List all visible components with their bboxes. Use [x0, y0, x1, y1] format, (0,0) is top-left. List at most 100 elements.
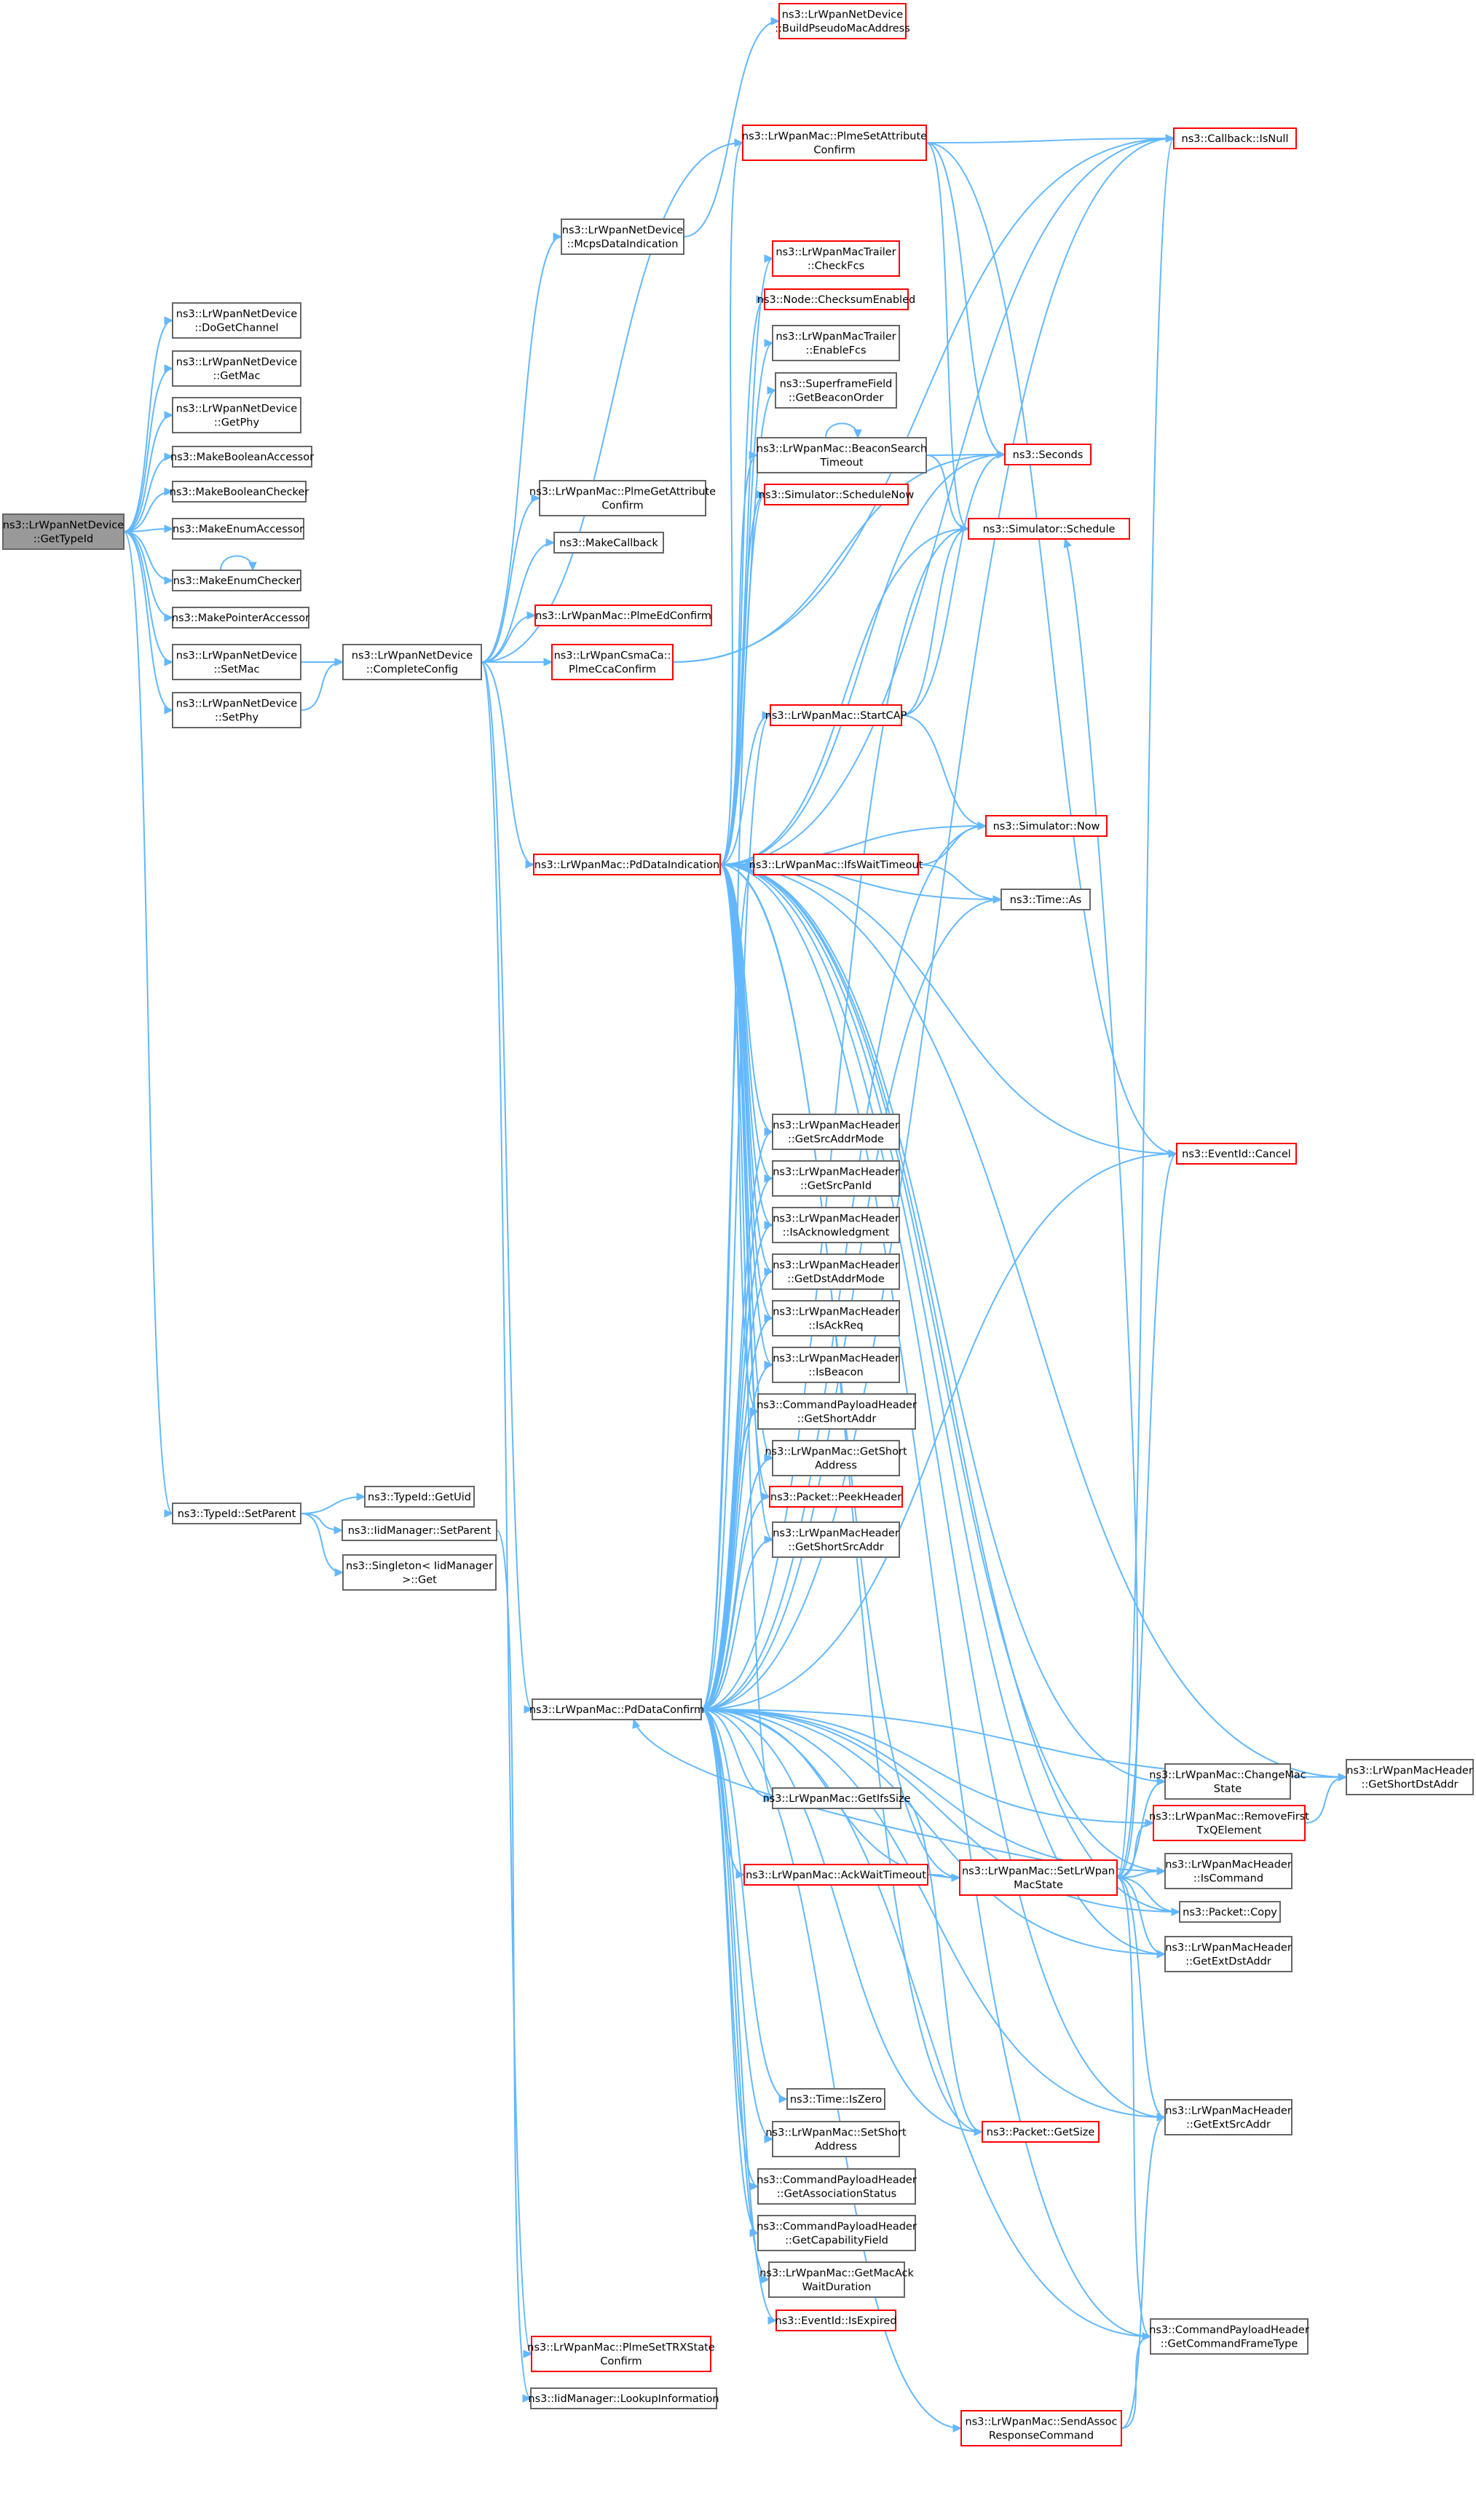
edge-line [917, 825, 987, 865]
node-lookupInfo[interactable]: ns3::IidManager::LookupInformation [528, 2387, 719, 2409]
node-boolChecker[interactable]: ns3::MakeBooleanChecker [170, 481, 309, 503]
edge-line [1064, 538, 1139, 1878]
node-enumAccessor[interactable]: ns3::MakeEnumAccessor [172, 518, 304, 540]
node-seconds[interactable]: ns3::Seconds [1004, 444, 1092, 465]
node-callbackIsNull[interactable]: ns3::Callback::IsNull [1173, 127, 1297, 149]
node-hdrExtDst[interactable]: ns3::LrWpanMacHeader::GetExtDstAddr [1164, 1936, 1293, 1972]
node-plmeCca[interactable]: ns3::LrWpanCsmaCa::PlmeCcaConfirm [551, 644, 674, 680]
node-plmeEd[interactable]: ns3::LrWpanMac::PlmeEdConfirm [534, 605, 712, 626]
node-buildPseudo[interactable]: ns3::LrWpanNetDevice::BuildPseudoMacAddr… [775, 3, 910, 39]
node-packetCopy[interactable]: ns3::Packet::Copy [1179, 1901, 1281, 1923]
node-ifsWait[interactable]: ns3::LrWpanMac::IfsWaitTimeout [749, 854, 923, 875]
node-timeAs[interactable]: ns3::Time::As [1001, 889, 1091, 910]
edge-line [700, 1709, 1166, 1955]
call-edge-mcpsData-buildPseudo [683, 17, 781, 237]
node-getPhy[interactable]: ns3::LrWpanNetDevice::GetPhy [172, 397, 301, 433]
node-packetGetSize[interactable]: ns3::Packet::GetSize [982, 2121, 1100, 2143]
node-box [768, 2261, 905, 2298]
node-enumChecker[interactable]: ns3::MakeEnumChecker [172, 570, 301, 591]
node-box [772, 1440, 900, 1476]
node-cmdFrameType[interactable]: ns3::CommandPayloadHeader::GetCommandFra… [1149, 2318, 1309, 2355]
node-iidSetParent[interactable]: ns3::IidManager::SetParent [342, 1519, 497, 1541]
node-singletonGet[interactable]: ns3::Singleton< IidManager>::Get [342, 1554, 497, 1591]
node-box [172, 692, 301, 728]
edge-line [123, 320, 173, 532]
node-typeSetParent[interactable]: ns3::TypeId::SetParent [172, 1503, 301, 1524]
node-cmdAssocStatus[interactable]: ns3::CommandPayloadHeader::GetAssociatio… [757, 2168, 917, 2205]
edge-line [700, 714, 771, 1710]
edge-arrow [164, 452, 174, 461]
node-checksumEnabled[interactable]: ns3::Node::ChecksumEnabled [757, 288, 915, 310]
edge-arrow [764, 254, 774, 263]
edge-arrow [164, 706, 174, 714]
node-timeIsZero[interactable]: ns3::Time::IsZero [786, 2088, 885, 2110]
node-simNow[interactable]: ns3::Simulator::Now [985, 815, 1108, 837]
node-hdrSrcPanId[interactable]: ns3::LrWpanMacHeader::GetSrcPanId [772, 1160, 900, 1197]
node-startCap[interactable]: ns3::LrWpanMac::StartCAP [765, 704, 907, 726]
node-getIfsSize[interactable]: ns3::LrWpanMac::GetIfsSize [762, 1787, 911, 1809]
node-root[interactable]: ns3::LrWpanNetDevice::GetTypeId [2, 513, 125, 550]
node-eventCancel[interactable]: ns3::EventId::Cancel [1176, 1143, 1297, 1165]
node-completeConfig[interactable]: ns3::LrWpanNetDevice::CompleteConfig [342, 644, 482, 680]
node-hdrIsAck[interactable]: ns3::LrWpanMacHeader::IsAcknowledgment [772, 1207, 900, 1243]
edge-arrow [764, 1314, 774, 1323]
edge-line [700, 1709, 1151, 2337]
edge-line [700, 1709, 1154, 1824]
node-label: ::GetSrcPanId [800, 1181, 872, 1192]
node-hdrExtSrc[interactable]: ns3::LrWpanMacHeader::GetExtSrcAddr [1164, 2099, 1293, 2135]
node-label: ::GetMac [213, 371, 261, 382]
node-hdrDstAddrMode[interactable]: ns3::LrWpanMacHeader::GetDstAddrMode [772, 1253, 900, 1290]
node-box [539, 480, 706, 516]
node-superframe[interactable]: ns3::SuperframeField::GetBeaconOrder [775, 372, 897, 409]
node-peekHeader[interactable]: ns3::Packet::PeekHeader [769, 1486, 903, 1508]
node-makeCallback[interactable]: ns3::MakeCallback [553, 532, 664, 554]
node-hdrIsAckReq[interactable]: ns3::LrWpanMacHeader::IsAckReq [772, 1300, 900, 1336]
node-label: ns3::MakeEnumChecker [173, 575, 301, 587]
node-setPhy[interactable]: ns3::LrWpanNetDevice::SetPhy [172, 692, 301, 728]
node-hdrShortDst[interactable]: ns3::LrWpanMacHeader::GetShortDstAddr [1346, 1759, 1474, 1795]
node-label: ns3::LrWpanMac::IfsWaitTimeout [749, 859, 923, 871]
node-trailerEnable[interactable]: ns3::LrWpanMacTrailer::EnableFcs [772, 325, 900, 361]
node-mcpsData[interactable]: ns3::LrWpanNetDevice::McpsDataIndication [561, 218, 684, 255]
node-setMac[interactable]: ns3::LrWpanNetDevice::SetMac [172, 644, 301, 680]
edge-arrow [735, 1870, 746, 1879]
node-boolAccessor[interactable]: ns3::MakeBooleanAccessor [170, 446, 314, 468]
call-edge-pdDataConf-hdrIsAckReq [700, 1314, 774, 1710]
edge-arrow [164, 524, 174, 533]
edge-line [926, 142, 1006, 455]
node-cmdShortAddr[interactable]: ns3::CommandPayloadHeader::GetShortAddr [757, 1393, 917, 1430]
node-ptrAccessor[interactable]: ns3::MakePointerAccessor [172, 607, 309, 629]
node-box [553, 532, 664, 554]
node-typeGetUid[interactable]: ns3::TypeId::GetUid [364, 1486, 475, 1508]
node-box [551, 644, 674, 680]
node-label: ns3::EventId::IsExpired [775, 2315, 896, 2327]
call-edge-completeConfig-mcpsData [481, 232, 563, 663]
node-scheduleNow[interactable]: ns3::Simulator::ScheduleNow [759, 484, 915, 505]
node-label: ns3::LrWpanNetDevice [782, 9, 904, 21]
node-hdrShortSrc[interactable]: ns3::LrWpanMacHeader::GetShortSrcAddr [772, 1521, 900, 1558]
node-pdDataInd[interactable]: ns3::LrWpanMac::PdDataIndication [533, 854, 721, 875]
node-getMac[interactable]: ns3::LrWpanNetDevice::GetMac [172, 350, 301, 387]
node-doGetChannel[interactable]: ns3::LrWpanNetDevice::DoGetChannel [172, 302, 301, 339]
node-pdDataConf[interactable]: ns3::LrWpanMac::PdDataConfirm [529, 1698, 704, 1720]
node-hdrIsBeacon[interactable]: ns3::LrWpanMacHeader::IsBeacon [772, 1347, 900, 1383]
node-cmdCapField[interactable]: ns3::CommandPayloadHeader::GetCapability… [757, 2215, 917, 2251]
node-ackWait[interactable]: ns3::LrWpanMac::AckWaitTimeout [743, 1864, 928, 1886]
node-trailerCheck[interactable]: ns3::LrWpanMacTrailer::CheckFcs [772, 240, 900, 277]
node-isExpired[interactable]: ns3::EventId::IsExpired [775, 2310, 897, 2331]
node-hdrIsCommand[interactable]: ns3::LrWpanMacHeader::IsCommand [1164, 1853, 1293, 1889]
node-hdrSrcAddrMode[interactable]: ns3::LrWpanMacHeader::GetSrcAddrMode [772, 1114, 900, 1150]
node-schedule[interactable]: ns3::Simulator::Schedule [968, 518, 1130, 540]
node-box [1150, 2318, 1309, 2355]
